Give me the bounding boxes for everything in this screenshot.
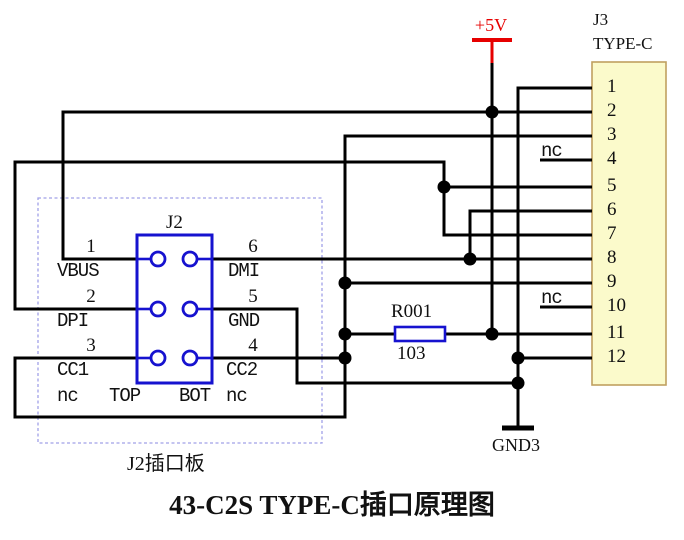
j2-pin-number-1: 1 [86,236,96,257]
j2-pin-number-2: 2 [86,286,96,307]
j2-pin-number-4: 4 [248,335,258,356]
j2-pin-name-gnd: GND [228,310,260,332]
power-symbol-5v [472,38,512,63]
j2-pin-name-cc1: CC1 [57,359,89,381]
j3-pin-number: 1 [607,76,617,97]
junction-dot [463,252,477,266]
resistor-ref-label: R001 [391,301,433,322]
j3-pin-number: 12 [607,346,626,367]
junction-dot [338,351,352,365]
junction-dot [485,105,499,119]
j3-pin-number: 7 [607,223,617,244]
wire-dmi-pin6-branch [468,209,592,259]
junction-dot [511,376,525,390]
j2-pin-circle [149,250,167,268]
j2-board-label: J2插口板 [127,453,205,475]
page-title: 43-C2S TYPE-C插口原理图 [169,490,495,520]
wire-net-group [13,62,592,428]
wire-gnd-vertical [516,86,592,428]
j3-connector-body [591,61,667,386]
j3-pin-number: 8 [607,247,617,268]
j3-type-label: TYPE-C [593,34,653,53]
j2-col-label-bot: BOT [179,385,211,407]
wire-vbus-net [61,110,592,261]
junction-dot [338,327,352,341]
junction-dot [511,351,525,365]
j2-connector [135,233,214,385]
junction-dots [338,105,525,390]
j2-pin-name-cc2: CC2 [226,359,258,381]
j2-pin-circle [181,349,199,367]
j3-pin-number: 6 [607,199,617,220]
j2-pin-circle [181,250,199,268]
j3-pin-number: 9 [607,271,617,292]
j2-pin-stubs [137,257,212,360]
j3-pin-number: 4 [607,148,617,169]
junction-dot [338,276,352,290]
j2-pin-circle [149,349,167,367]
j2-pin-number-3: 3 [86,335,96,356]
resistor-value-label: 103 [397,343,426,364]
j3-pin-number: 2 [607,100,617,121]
j3-pin-number: 5 [607,175,617,196]
wire-gnd-from-j2 [212,307,518,385]
j2-nc-label-left: nc [57,385,79,407]
j2-nc-label-right: nc [226,385,248,407]
j2-col-label-top: TOP [109,385,141,407]
wire-cc-net [13,134,592,419]
j2-pin-name-vbus: VBUS [57,260,100,282]
junction-dot [485,327,499,341]
resistor-r001-body [393,325,447,343]
j2-board-dashed-outline [37,197,323,444]
j2-ref-label: J2 [166,212,183,233]
j2-pin-circle [149,300,167,318]
j2-pin-circle [181,300,199,318]
power-label: +5V [474,15,508,35]
j3-ref-label: J3 [593,10,609,29]
j2-pin-number-6: 6 [248,236,258,257]
junction-dot [437,180,451,194]
j2-pin-name-dmi: DMI [228,260,260,282]
j3-nc-label-pin4: nc [541,140,563,162]
ground-label: GND3 [492,435,540,455]
j3-nc-label-pin10: nc [541,287,563,309]
j2-pin-number-5: 5 [248,286,258,307]
j2-pin-circles [149,250,199,367]
j2-pin-name-dpi: DPI [57,310,89,332]
j3-pin-number: 11 [607,322,626,343]
j3-pin-number: 10 [607,295,626,316]
j3-pin-number: 3 [607,124,617,145]
